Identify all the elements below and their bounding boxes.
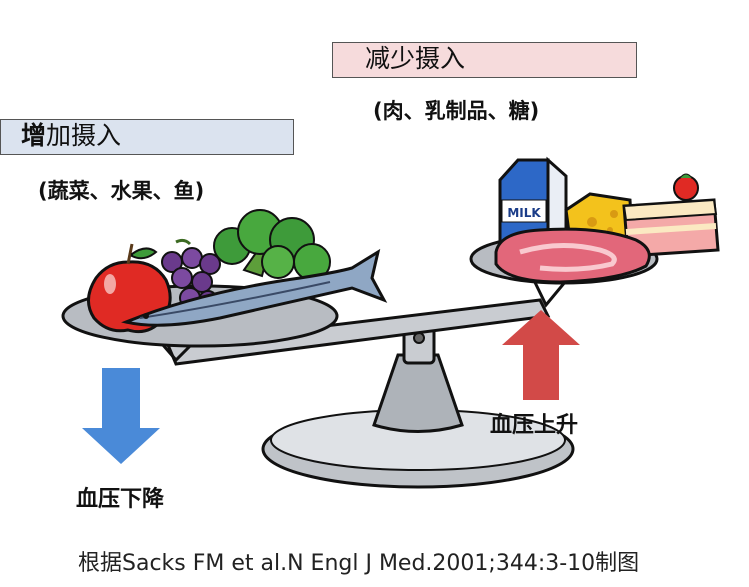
blood-pressure-up-text: 血压上升 xyxy=(490,413,579,438)
increase-examples-text: (蔬菜、水果、鱼) xyxy=(38,179,205,203)
decrease-examples-text: (肉、乳制品、糖) xyxy=(373,99,540,123)
decrease-intake-label: 减少摄入 xyxy=(332,42,637,78)
increase-intake-title-strong: 增 xyxy=(21,121,47,150)
cake-icon xyxy=(622,173,720,258)
scale-base xyxy=(261,321,575,489)
milk-label-text: MILK xyxy=(507,206,541,220)
increase-intake-label: 增加摄入 xyxy=(0,119,294,155)
meat-steak-icon xyxy=(494,227,651,284)
broccoli-icon xyxy=(213,209,331,281)
decrease-intake-title: 减少摄入 xyxy=(365,44,466,73)
increase-intake-title-rest: 加摄入 xyxy=(46,121,122,150)
citation-text: 根据Sacks FM et al.N Engl J Med.2001;344:3… xyxy=(78,551,640,576)
fish-icon xyxy=(121,248,388,327)
blood-pressure-down-arrow-icon xyxy=(82,368,160,464)
milk-carton-icon: MILK xyxy=(498,156,568,246)
blood-pressure-up-arrow-icon xyxy=(502,310,580,400)
blood-pressure-down-text: 血压下降 xyxy=(76,487,165,512)
